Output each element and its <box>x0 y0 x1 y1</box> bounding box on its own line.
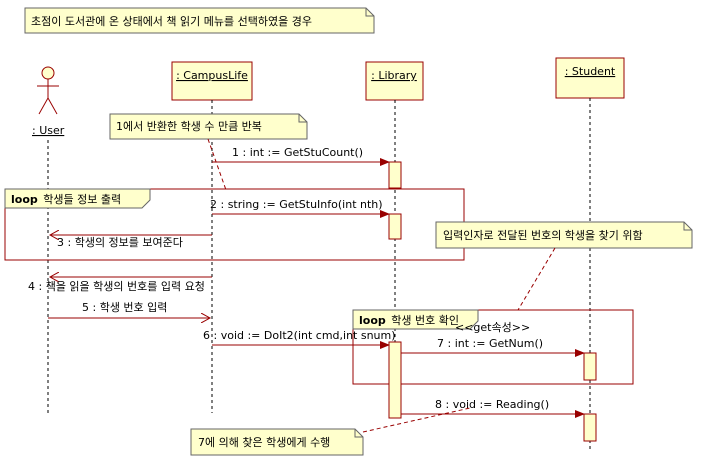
activation-bar <box>388 213 402 240</box>
stereotype-label: <<get속성>> <box>455 321 530 334</box>
activations <box>388 161 597 442</box>
folded-corner-icon <box>298 114 307 123</box>
title-note-text: 초점이 도서관에 온 상태에서 책 읽기 메뉴를 선택하였을 경우 <box>31 14 312 28</box>
object-name: : CampusLife <box>176 69 248 82</box>
message-label-2: 2 : string := GetStuInfo(int nth) <box>210 198 383 211</box>
note-perform: 7에 의해 찾은 학생에게 수행 <box>190 407 471 456</box>
folded-corner-icon <box>365 8 374 17</box>
note-connector <box>517 247 556 311</box>
object-library[interactable]: : Library <box>365 61 424 101</box>
message-label-7: 7 : int := GetNum() <box>437 337 543 350</box>
note-perform-text: 7에 의해 찾은 학생에게 수행 <box>198 435 330 449</box>
note-repeat-text: 1에서 반환한 학생 수 만큼 반복 <box>116 120 262 133</box>
message-label-1: 1 : int := GetStuCount() <box>232 146 363 159</box>
actor-name: : User <box>32 124 65 137</box>
activation-bar <box>388 161 402 189</box>
folded-corner-icon <box>354 429 363 438</box>
object-student[interactable]: : Student <box>555 57 625 99</box>
activation-bar <box>583 352 597 381</box>
message-label-3: 3 : 학생의 정보를 보여준다 <box>57 236 183 249</box>
actor-user[interactable]: : User <box>32 66 65 137</box>
note-connector <box>207 138 227 191</box>
message-label-6: 6 : void := DoIt2(int cmd,int snum) <box>203 329 396 342</box>
activation-bar <box>388 341 402 419</box>
object-campuslife[interactable]: : CampusLife <box>171 61 253 101</box>
message-label-8: 8 : void := Reading() <box>435 398 549 411</box>
loop-fragment-inner: loop 학생 번호 확인 <box>352 309 634 385</box>
note-repeat: 1에서 반환한 학생 수 만큼 반복 <box>109 113 308 191</box>
object-name: : Student <box>565 65 616 78</box>
message-labels: 1 : int := GetStuCount() 2 : string := G… <box>28 146 549 411</box>
fragment-label: loop 학생 번호 확인 <box>359 314 459 327</box>
object-name: : Library <box>371 69 417 82</box>
message-label-4: 4 : 책을 읽을 학생의 번호를 입력 요청 <box>28 280 205 293</box>
stick-figure-icon <box>37 66 59 115</box>
message-label-5: 5 : 학생 번호 입력 <box>82 301 167 314</box>
note-param: 입력인자로 전달된 번호의 학생을 찾기 위함 <box>435 221 693 311</box>
title-note: 초점이 도서관에 온 상태에서 책 읽기 메뉴를 선택하였을 경우 <box>24 7 375 34</box>
note-connector <box>362 407 471 433</box>
activation-bar <box>583 413 597 442</box>
message-arrows <box>48 158 585 418</box>
note-param-text: 입력인자로 전달된 번호의 학생을 찾기 위함 <box>443 229 643 242</box>
fragment-label: loop 학생들 정보 출력 <box>11 193 121 206</box>
folded-corner-icon <box>683 222 692 231</box>
